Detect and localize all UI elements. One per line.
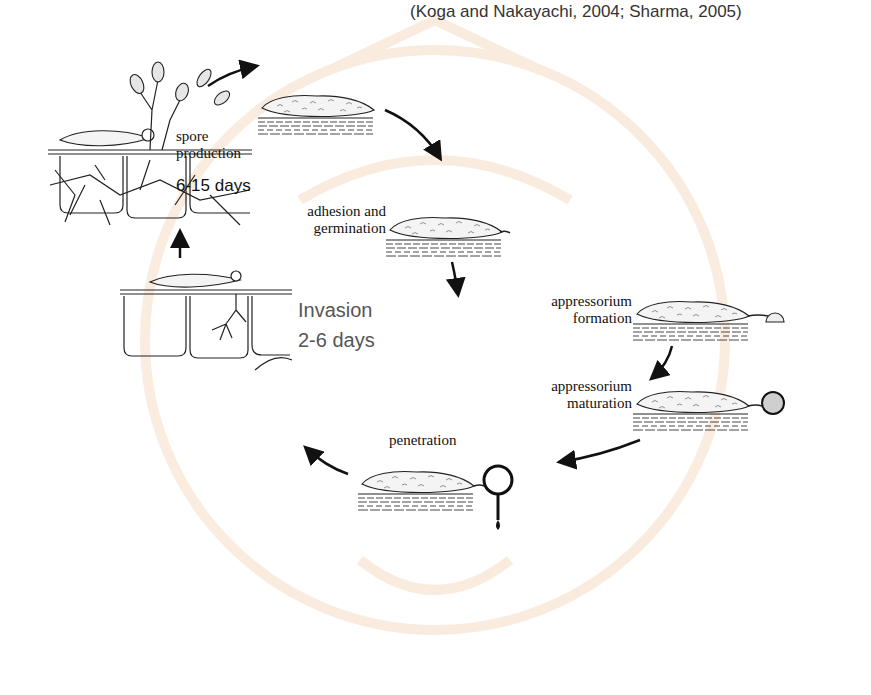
stage-label: Invasion	[298, 299, 373, 322]
stage-label: appressorium formation	[536, 293, 632, 328]
stage-label: penetration	[389, 432, 456, 449]
duration-label: 6-15 days	[176, 176, 251, 196]
stage-label: spore production	[176, 128, 252, 163]
duration-label: 2-6 days	[298, 329, 375, 352]
citation-note: (Koga and Nakayachi, 2004; Sharma, 2005)	[410, 2, 742, 22]
stage-label: adhesion and germination	[296, 203, 386, 238]
stage-label: appressorium maturation	[536, 378, 632, 413]
